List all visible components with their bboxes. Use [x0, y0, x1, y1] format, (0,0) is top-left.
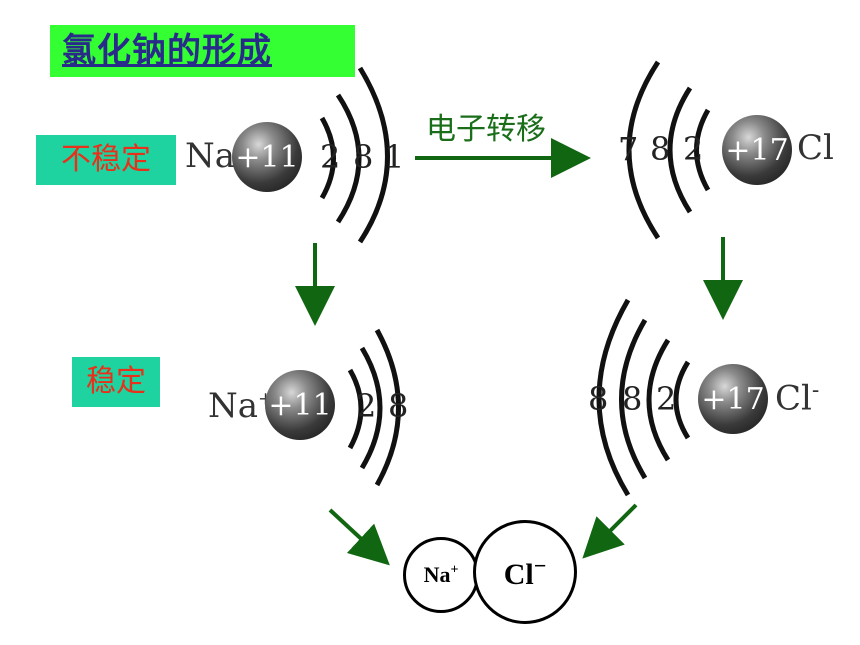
na-shell-count-2: 8 — [353, 138, 374, 176]
compound-na: Na — [423, 562, 451, 587]
na-shell-count-3: 1 — [384, 138, 405, 176]
title-banner: 氯化钠的形成 — [50, 25, 355, 77]
cl-shell-2 — [667, 86, 693, 214]
cl-ion-shell-count-3: 8 — [588, 380, 609, 418]
na-ion-shell-1 — [347, 368, 364, 450]
na-ion-nucleus-charge: +11 — [268, 387, 332, 423]
cl-ion-shell-count-2: 8 — [622, 380, 643, 418]
compound-cl: Cl — [503, 557, 534, 591]
cl-nucleus-charge: +17 — [725, 132, 789, 168]
compound-cl-charge: − — [533, 552, 547, 578]
cl-shells — [626, 60, 711, 240]
cl-ion-charge: - — [811, 378, 820, 403]
cl-ion-shell-3 — [619, 318, 648, 480]
na-ion-symbol-text: Na — [208, 386, 259, 426]
na-shell-count-1: 2 — [320, 138, 341, 176]
na-shell-3 — [357, 66, 390, 244]
na-shell-1 — [319, 116, 336, 200]
na-ion-shell-count-2: 8 — [388, 387, 409, 425]
na-to-compound-arrow — [328, 508, 390, 566]
cl-ion-shell-4 — [596, 298, 631, 497]
cl-nucleus: +17 — [722, 115, 792, 185]
compound-na-charge: + — [450, 562, 459, 578]
page-title: 氯化钠的形成 — [62, 31, 272, 71]
cl-ion-nucleus: +17 — [698, 364, 768, 434]
na-ion-shell-count-1: 2 — [356, 387, 377, 425]
cl-ion-shell-count-1: 2 — [656, 380, 677, 418]
cl-shell-count-1: 2 — [683, 130, 704, 168]
na-ion-shell-3 — [374, 328, 401, 487]
unstable-label: 不稳定 — [36, 135, 176, 185]
cl-ion-symbol: Cl- — [775, 378, 819, 418]
na-shell-2 — [335, 93, 362, 224]
stable-label: 稳定 — [72, 357, 160, 407]
cl-shell-count-2: 8 — [650, 130, 671, 168]
cl-ion-shell-1 — [673, 360, 691, 440]
na-shells — [319, 66, 390, 244]
na-ion-circle: Na+ — [403, 537, 479, 613]
cl-shell-3 — [626, 60, 661, 240]
na-ion-nucleus: +11 — [265, 370, 335, 440]
cl-shell-count-3: 7 — [618, 130, 639, 168]
cl-symbol: Cl — [797, 128, 834, 168]
na-ion-shells — [347, 328, 401, 487]
na-nucleus: +11 — [232, 122, 302, 192]
cl-shell-1 — [694, 108, 711, 192]
na-ion-symbol: Na+ — [208, 386, 273, 426]
cl-ion-symbol-text: Cl — [775, 378, 812, 419]
na-nucleus-charge: +11 — [235, 139, 299, 175]
na-ion-shell-2 — [359, 346, 383, 470]
na-symbol: Na — [185, 136, 236, 176]
electron-transfer-label: 电子转移 — [426, 112, 546, 147]
cl-ion-shells — [596, 298, 691, 497]
cl-ion-circle: Cl− — [473, 520, 577, 624]
cl-ion-shell-2 — [646, 338, 671, 462]
cl-ion-nucleus-charge: +17 — [701, 381, 765, 417]
cl-to-compound-arrow — [582, 503, 638, 559]
